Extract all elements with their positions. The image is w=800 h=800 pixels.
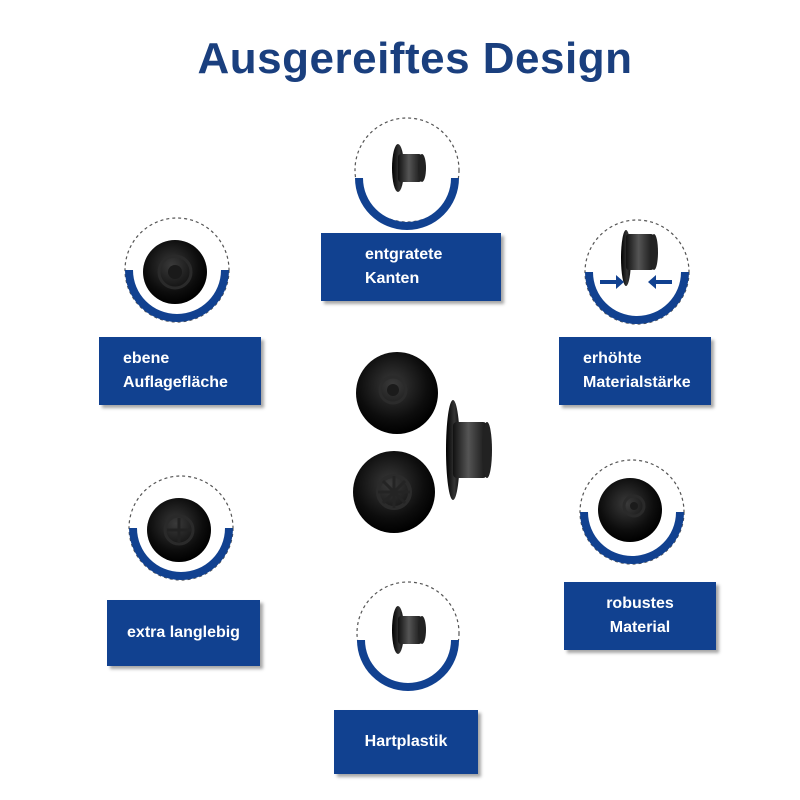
label-extra-langlebig: extra langlebig xyxy=(107,600,260,666)
label-robustes-material: robustes Material xyxy=(564,582,716,650)
label-text: ebene Auflagefläche xyxy=(123,350,228,391)
badge-extra-langlebig xyxy=(123,474,239,582)
label-hartplastik: Hartplastik xyxy=(334,710,478,774)
knob-front-view-icon xyxy=(143,240,207,304)
badge-robustes-material xyxy=(573,458,691,566)
badge-entgratete-kanten xyxy=(350,116,464,230)
knob-side-view-icon xyxy=(392,606,426,654)
badge-ebene-auflageflaeche xyxy=(118,216,236,324)
knob-front-view-icon xyxy=(598,478,662,542)
label-entgratete-kanten: entgratete Kanten xyxy=(321,233,501,301)
product-image-knobs xyxy=(345,350,495,540)
label-ebene-auflageflaeche: ebene Auflagefläche xyxy=(99,337,261,405)
badge-erhoehte-materialstaerke xyxy=(578,218,696,326)
label-text: entgratete Kanten xyxy=(365,246,443,287)
label-text: extra langlebig xyxy=(127,624,240,641)
knob-front-view-icon xyxy=(356,352,438,434)
thickness-arrows-icon xyxy=(600,230,672,289)
knob-side-view-icon xyxy=(392,144,426,192)
knob-side-view-icon xyxy=(446,400,492,500)
page-title: Ausgereiftes Design xyxy=(197,34,633,83)
badge-hartplastik xyxy=(352,580,464,691)
knob-front-view-icon xyxy=(147,498,211,562)
label-text: Hartplastik xyxy=(364,733,448,750)
knob-back-view-icon xyxy=(353,451,435,533)
label-erhoehte-materialstaerke: erhöhte Materialstärke xyxy=(559,337,711,405)
label-text: robustes Material xyxy=(606,595,674,636)
label-text: erhöhte Materialstärke xyxy=(583,350,691,391)
